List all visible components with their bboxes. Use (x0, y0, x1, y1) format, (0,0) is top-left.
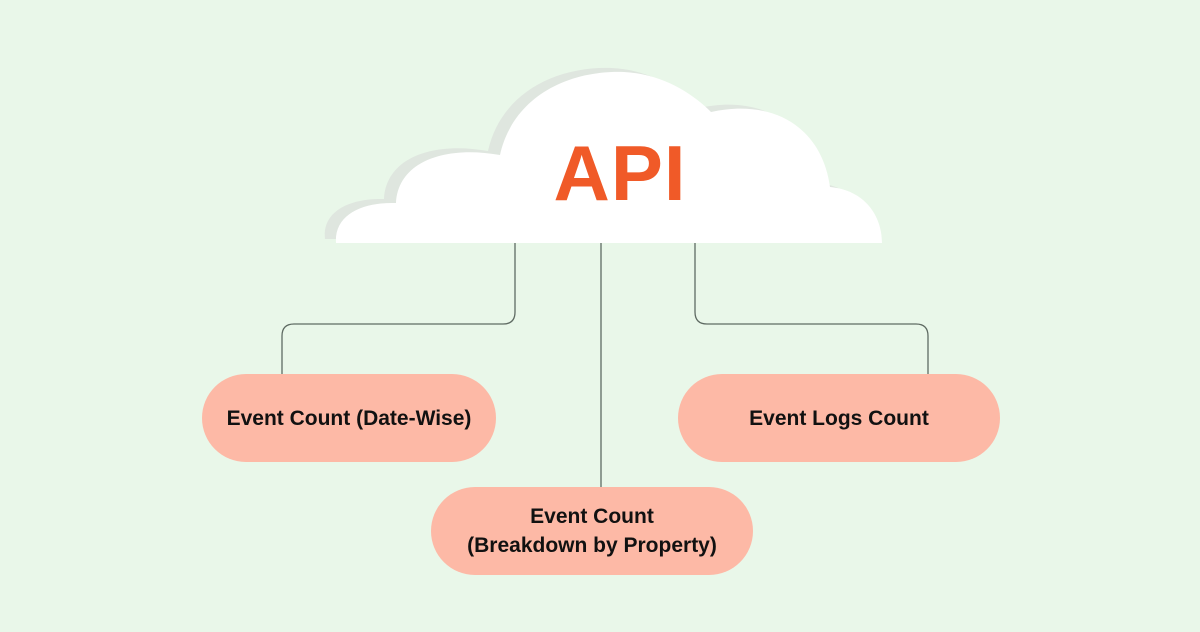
connector-left (281, 243, 516, 374)
node-event-logs-count: Event Logs Count (678, 374, 1000, 462)
node-label: Event Logs Count (749, 406, 929, 430)
node-label-line-2: (Breakdown by Property) (467, 534, 717, 557)
node-event-count-date-wise: Event Count (Date-Wise) (202, 374, 496, 462)
node-label-line-1: Event Count (530, 505, 654, 528)
node-label: Event Count (Date-Wise) (226, 406, 472, 430)
connectors (281, 243, 929, 487)
cloud-shape (335, 71, 883, 243)
api-title: API (553, 129, 687, 217)
node-event-count-breakdown: Event Count (Breakdown by Property) (431, 487, 753, 575)
connector-right (694, 243, 929, 374)
